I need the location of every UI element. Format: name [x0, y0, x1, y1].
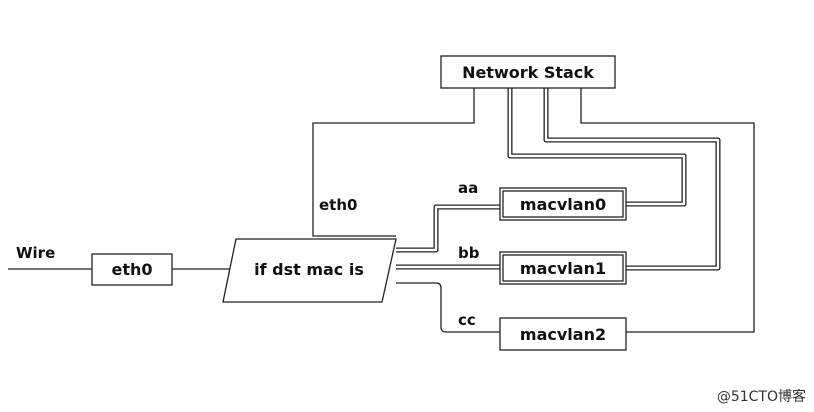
bb-label: bb	[458, 244, 480, 262]
macvlan2-label: macvlan2	[520, 325, 606, 344]
eth0-node-label: eth0	[111, 260, 152, 279]
macvlan1-node: macvlan1	[499, 251, 627, 285]
cc-label: cc	[458, 311, 476, 329]
macvlan0-route-outer	[507, 88, 687, 207]
macvlan1-route-inner	[544, 88, 720, 270]
decision-label: if dst mac is	[254, 260, 364, 279]
macvlan2-to-network-stack-line	[580, 88, 755, 333]
macvlan0-node: macvlan0	[499, 187, 627, 221]
macvlan1-route-outer	[543, 88, 721, 271]
macvlan0-label: macvlan0	[520, 195, 606, 214]
macvlan1-label: macvlan1	[520, 259, 606, 278]
network-stack-label: Network Stack	[462, 63, 594, 82]
eth0-node: eth0	[91, 253, 173, 286]
eth0-link-label: eth0	[319, 196, 357, 214]
aa-label: aa	[458, 179, 478, 197]
macvlan0-route-inner	[508, 88, 686, 206]
plain-connectors	[8, 88, 755, 333]
decision-to-macvlan2-line	[396, 282, 500, 333]
watermark: @51CTO博客	[717, 388, 806, 405]
macvlan2-node: macvlan2	[499, 317, 627, 351]
eth0-to-network-stack-line	[312, 88, 475, 237]
aa-route-inner	[396, 205, 500, 252]
double-connectors	[396, 88, 721, 271]
network-stack-node: Network Stack	[440, 55, 616, 89]
aa-route-outer	[396, 204, 500, 253]
wire-label: Wire	[16, 244, 55, 262]
decision-node: if dst mac is	[222, 238, 397, 303]
